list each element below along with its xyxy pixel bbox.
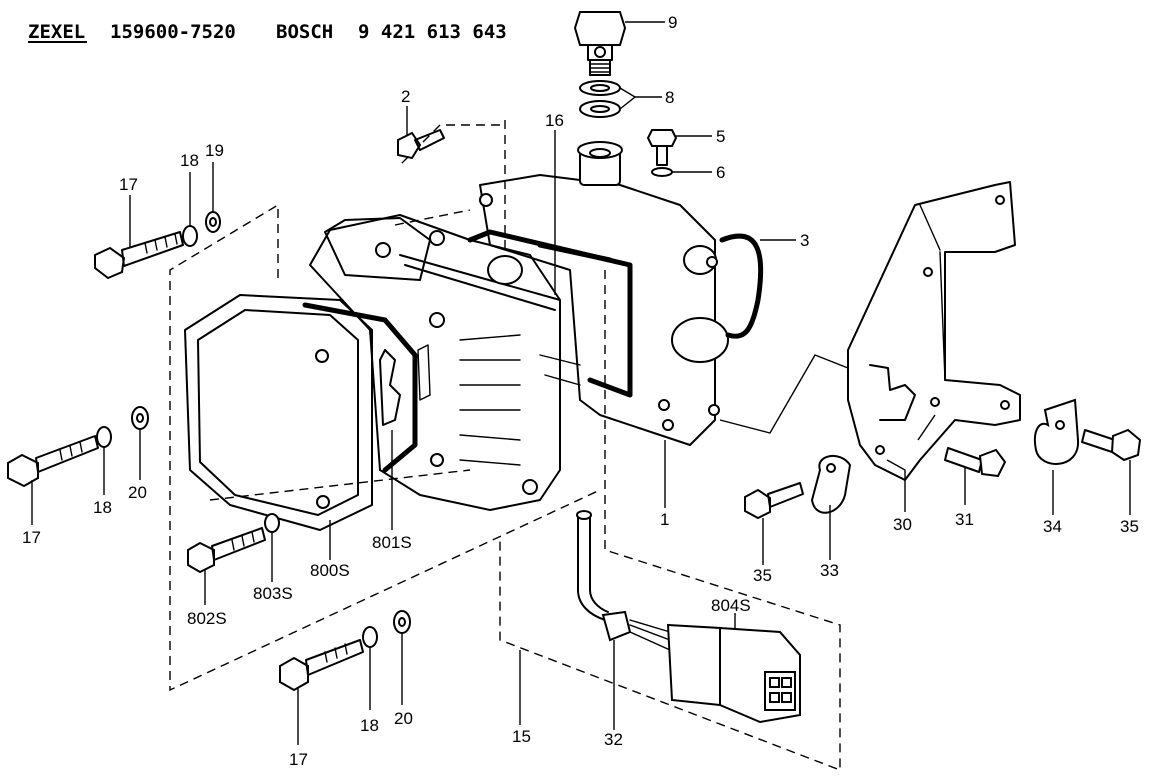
callout-15: 15 <box>512 727 531 746</box>
callout-16: 16 <box>545 111 564 130</box>
pump-head-outline <box>479 174 716 446</box>
callout-9: 9 <box>668 13 677 32</box>
gasket-3 <box>719 233 764 339</box>
cover-hole-top <box>315 349 329 363</box>
bolt-17-bottom <box>279 610 411 692</box>
lower-dashed-mid <box>209 469 471 501</box>
bolt-35-left <box>744 482 804 520</box>
callout-18-bottom: 18 <box>360 716 379 735</box>
washers-8 <box>579 80 621 118</box>
bracket-30 <box>847 181 1021 481</box>
callout-801s: 801S <box>372 533 412 552</box>
callout-31: 31 <box>955 510 974 529</box>
callout-802s: 802S <box>187 609 227 628</box>
cover-hole-bottom <box>316 495 330 509</box>
callout-2: 2 <box>401 87 410 106</box>
gasket-16 <box>467 229 633 398</box>
header-brand: BOSCH <box>276 21 333 43</box>
spring-assembly <box>379 349 401 426</box>
callout-6: 6 <box>716 163 725 182</box>
header: ZEXEL 159600-7520 BOSCH 9 421 613 643 <box>28 21 507 43</box>
washer-803s <box>264 513 280 533</box>
cover-dashed-frame <box>169 203 601 692</box>
pump-head <box>467 141 729 446</box>
callout-18-left: 18 <box>93 498 112 517</box>
governor-housing <box>309 214 561 511</box>
callout-18-top: 18 <box>180 151 199 170</box>
callout-20-left: 20 <box>128 483 147 502</box>
shaft-assembly <box>399 254 561 311</box>
harness-clip-32 <box>601 610 632 642</box>
bolt-35-right <box>1081 428 1142 462</box>
housing-outline <box>309 214 561 511</box>
callout-804s: 804S <box>711 596 751 615</box>
header-maker: ZEXEL <box>28 21 85 43</box>
callout-35-left: 35 <box>753 566 772 585</box>
connector-body <box>666 623 721 707</box>
banjo-bolt-9 <box>573 11 627 76</box>
housing-fins <box>459 334 521 466</box>
bolt-2 <box>397 129 445 160</box>
callout-labels: 9 8 5 6 3 2 16 17 18 19 17 18 20 802S 80… <box>22 13 1139 769</box>
governor-cover <box>184 294 373 531</box>
callout-5: 5 <box>716 127 725 146</box>
callout-34: 34 <box>1043 517 1062 536</box>
bracket-outline <box>847 181 1021 481</box>
cover-outline <box>184 294 373 531</box>
callout-1: 1 <box>660 510 669 529</box>
clamp-33 <box>810 455 852 514</box>
washer-6 <box>651 167 673 177</box>
callout-3: 3 <box>800 231 809 250</box>
clamp-34 <box>1034 398 1080 465</box>
callout-800s: 800S <box>310 561 350 580</box>
shaft-boss <box>487 255 523 285</box>
harness-dashed-frame <box>499 270 841 772</box>
upper-dashed-left <box>394 209 471 226</box>
bolt-17-left <box>7 406 149 488</box>
callout-17-bottom: 17 <box>289 750 308 769</box>
wire-harness <box>576 510 801 724</box>
callout-20-bottom: 20 <box>394 709 413 728</box>
callout-33: 33 <box>820 561 839 580</box>
callout-8: 8 <box>665 88 674 107</box>
bolt-802s <box>187 513 280 574</box>
header-part-number: 159600-7520 <box>110 21 236 43</box>
callout-17-top: 17 <box>119 175 138 194</box>
side-boss <box>671 317 729 363</box>
callout-19: 19 <box>205 141 224 160</box>
cover-inner <box>197 309 359 516</box>
callout-17-left: 17 <box>22 528 41 547</box>
screw-5 <box>646 129 678 166</box>
leader-lines <box>31 21 1131 745</box>
header-bosch-number: 9 421 613 643 <box>358 21 507 43</box>
callout-32: 32 <box>604 730 623 749</box>
callout-803s: 803S <box>253 584 293 603</box>
bolt-17-top <box>94 211 221 280</box>
gasket-801s <box>302 302 418 473</box>
callout-30: 30 <box>893 515 912 534</box>
bolt-31 <box>944 447 1007 478</box>
callout-35-right: 35 <box>1120 517 1139 536</box>
